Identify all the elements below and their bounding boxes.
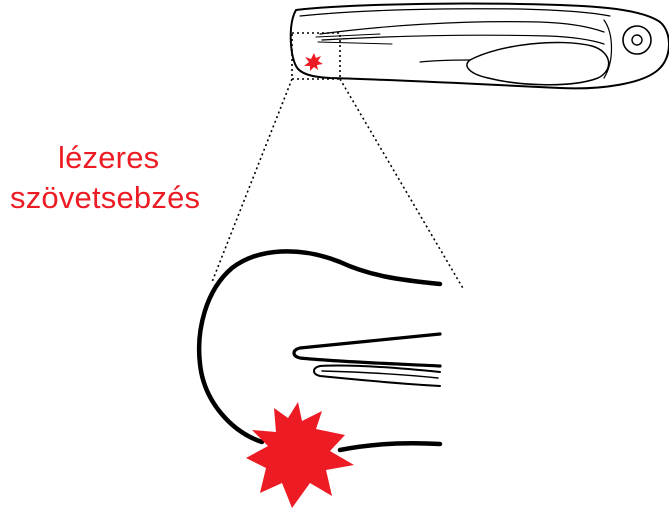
larva-gut-line xyxy=(420,60,470,62)
larva-yolk-sac xyxy=(467,42,609,84)
larva-notochord-tip xyxy=(316,34,392,44)
starburst-icon xyxy=(246,402,354,508)
zoomed-tail-outline-lower xyxy=(340,443,440,450)
zoomed-notochord-upper xyxy=(294,334,440,366)
laser-injury-label-line2: szövetsebzés xyxy=(10,180,200,215)
larva-eye-inner xyxy=(632,35,642,45)
larva-eye-outer xyxy=(623,26,651,54)
starburst-icon xyxy=(304,53,323,71)
larva-head-divider xyxy=(604,20,612,78)
zoom-line-right xyxy=(340,79,464,290)
larva-notochord-upper xyxy=(320,22,604,34)
laser-injury-label-line1: lézeres xyxy=(58,140,159,175)
zoomed-tail xyxy=(199,251,440,450)
larva-fin-line xyxy=(300,9,610,16)
zebrafish-larva-icon xyxy=(291,3,669,88)
